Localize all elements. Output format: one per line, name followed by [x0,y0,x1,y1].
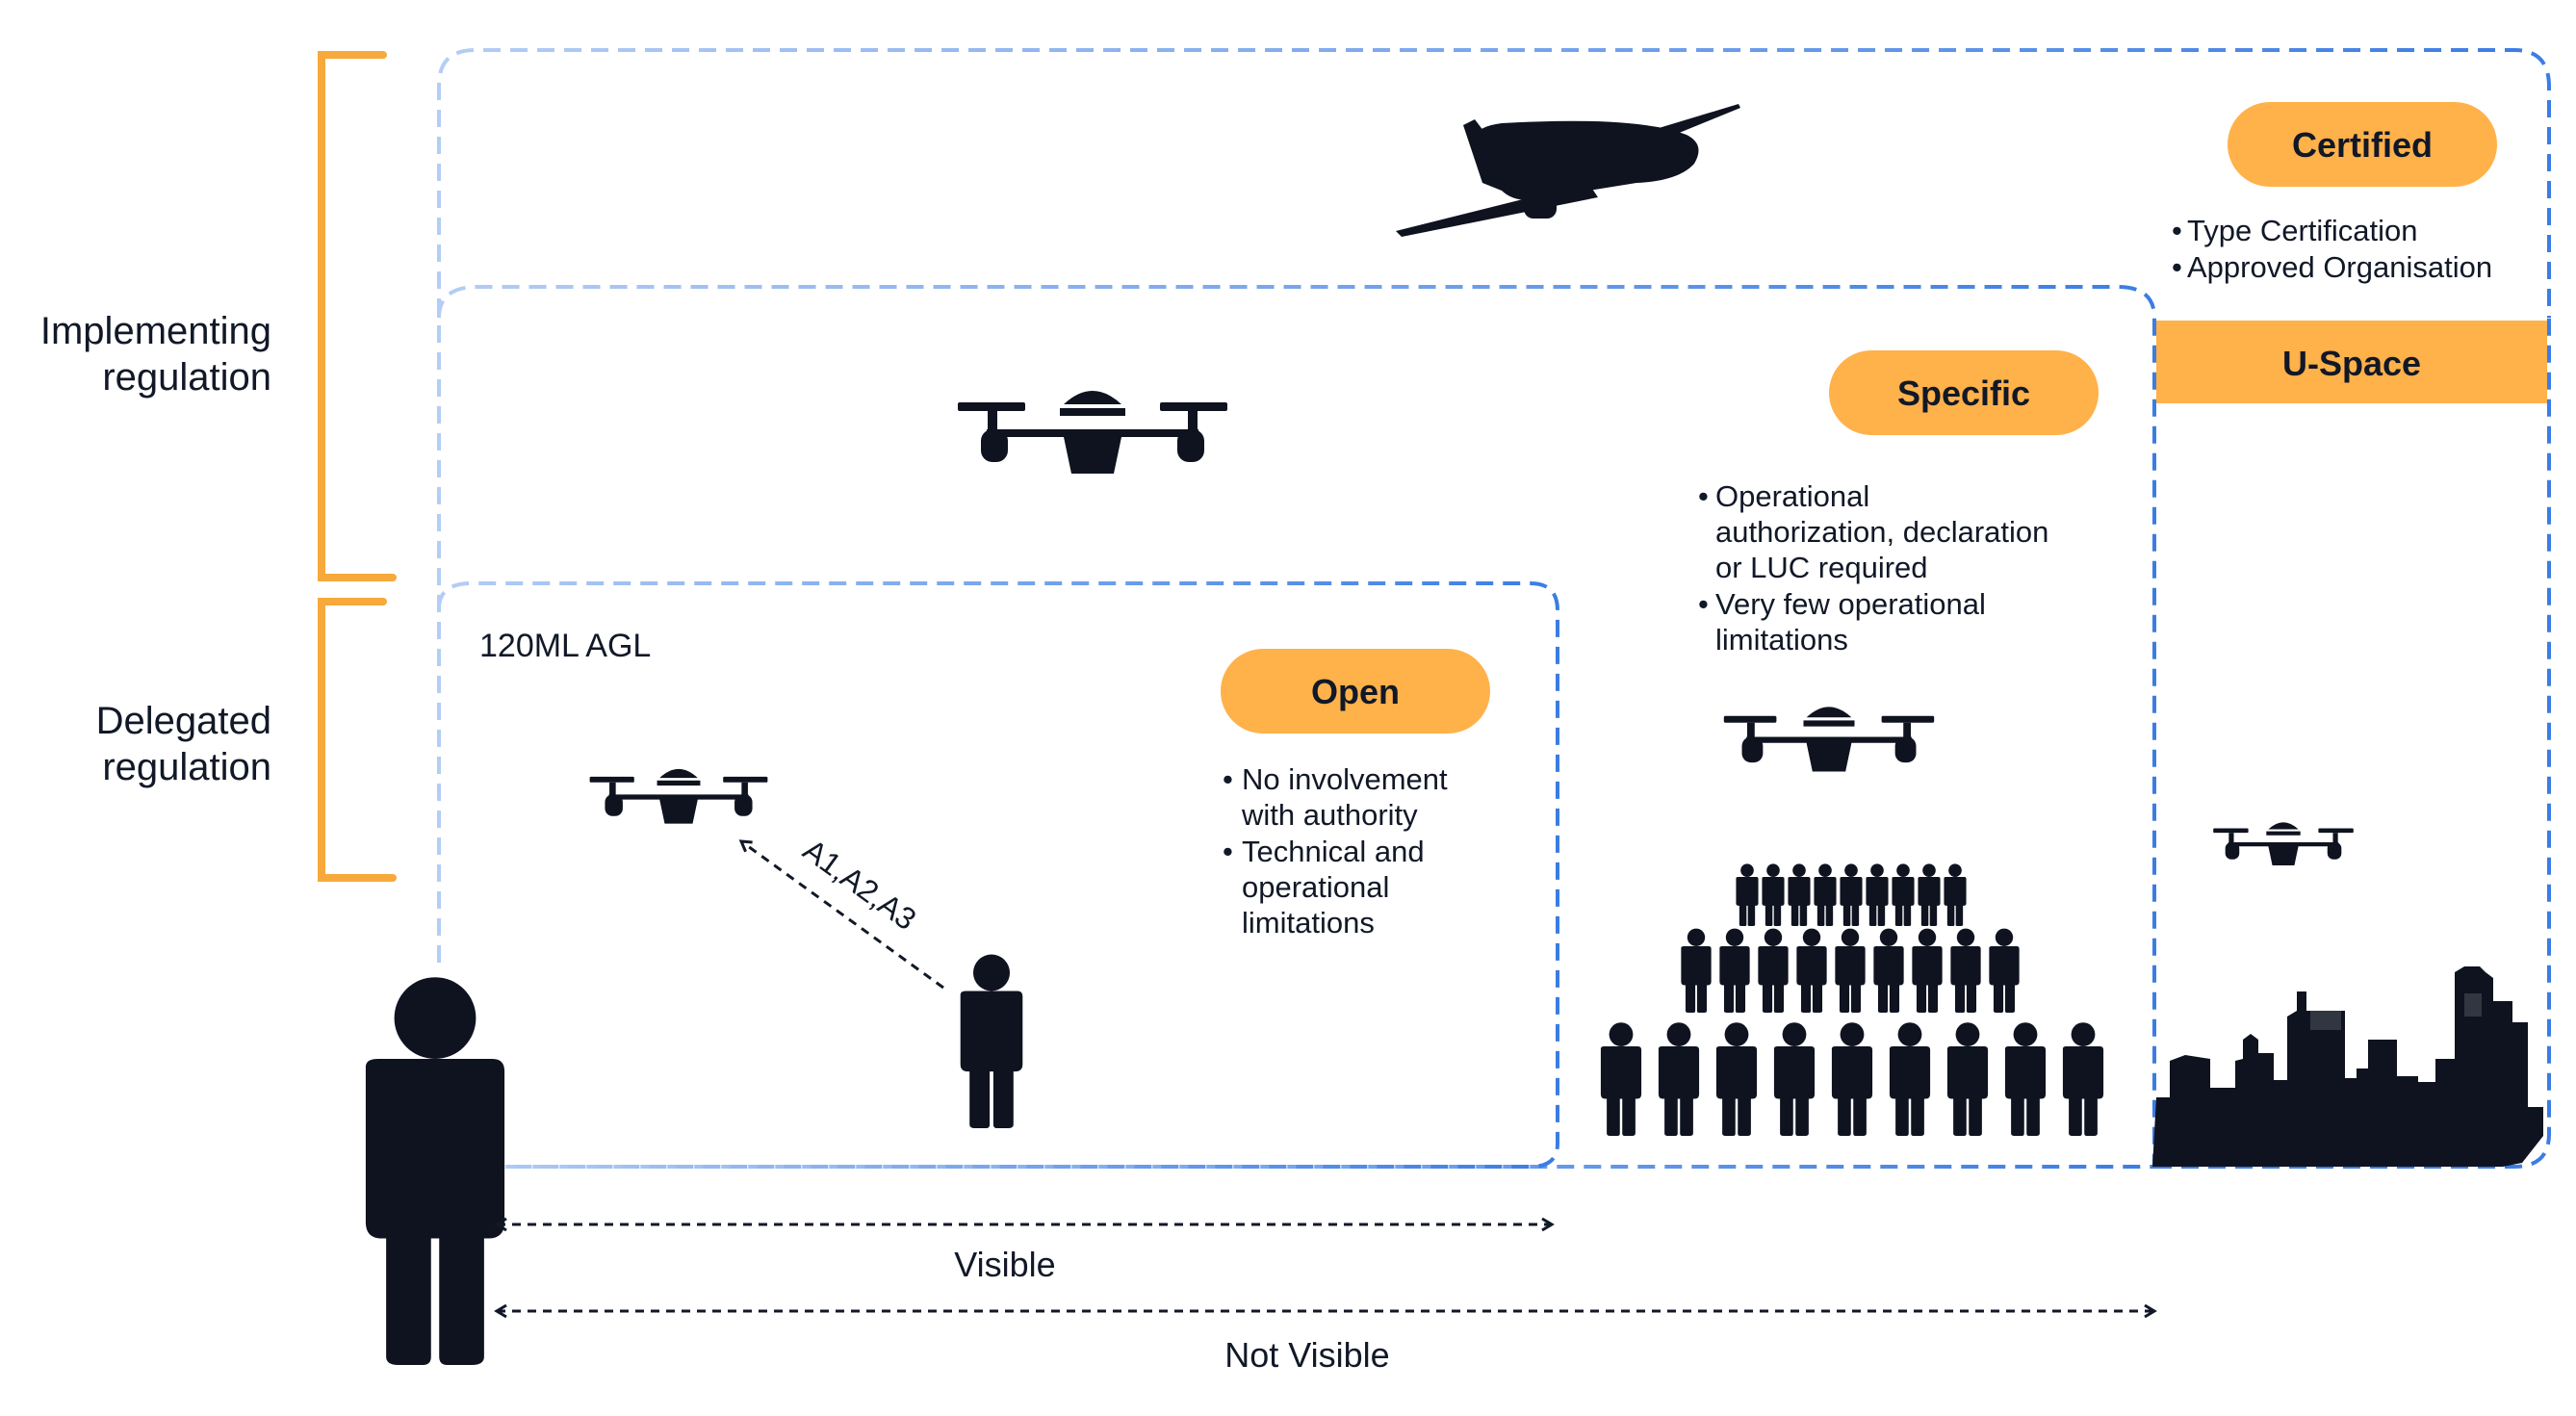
svg-text:•: • [1223,762,1233,796]
person-icon [365,977,505,1365]
open-title: Open [1311,672,1400,711]
subcategories-label: A1,A2,A3 [797,833,923,938]
person-icon [960,954,1023,1128]
svg-text:•: • [2172,214,2182,247]
crowd-icon [1600,863,2104,1136]
drone-icon [1723,707,1935,772]
svg-text:•: • [1698,587,1709,621]
uspace-bar [2156,321,2547,403]
svg-text:•: • [2172,250,2182,284]
open-bullet-2-line1: Technical and [1242,835,1425,868]
specific-bullet-2-line1: Very few operational [1715,587,1986,621]
svg-text:•: • [1698,479,1709,513]
drone-icon [2213,822,2354,865]
svg-text:•: • [1223,835,1233,868]
not-visible-label: Not Visible [1224,1335,1389,1375]
altitude-label: 120ML AGL [479,628,651,664]
city-skyline-icon [2152,966,2543,1167]
drone-icon [958,391,1227,474]
open-bullet-1-line1: No involvement [1242,762,1448,796]
certified-bullet-1: Type Certification [2187,214,2418,247]
specific-pill [1829,350,2099,435]
implementing-label-line1: Implementing [40,310,271,352]
implementing-label-line2: regulation [102,356,271,399]
airplane-icon [1396,104,1740,237]
specific-bullet-1-line2: authorization, declaration [1715,515,2048,549]
delegated-label-line2: regulation [102,746,271,788]
uspace-boundary [2154,318,2551,1169]
certified-bullet-2: Approved Organisation [2187,250,2492,284]
control-link [738,839,944,990]
delegated-bracket [318,598,397,882]
delegated-label-line1: Delegated [96,700,271,742]
open-bullet-2-line2: operational [1242,870,1389,904]
specific-bullet-1-line1: Operational [1715,479,1869,513]
specific-bullets: • Operational authorization, declaration… [1698,479,2048,657]
implementing-bracket [318,51,397,581]
specific-bullet-1-line3: or LUC required [1715,551,1928,584]
certified-bullets: • Type Certification • Approved Organisa… [2172,214,2492,284]
specific-bullet-2-line2: limitations [1715,623,1848,657]
uspace-title: U-Space [2282,344,2421,383]
open-pill [1221,649,1490,734]
certified-title: Certified [2292,125,2433,165]
drone-icon [589,768,768,824]
open-bullets: • No involvement with authority • Techni… [1223,762,1448,940]
certified-pill [2228,102,2497,187]
certified-boundary [437,48,2551,963]
open-bullet-1-line2: with authority [1241,798,1418,832]
open-bullet-2-line3: limitations [1242,906,1375,940]
specific-title: Specific [1897,373,2030,413]
visible-label: Visible [954,1245,1055,1284]
open-boundary [437,581,1559,1169]
